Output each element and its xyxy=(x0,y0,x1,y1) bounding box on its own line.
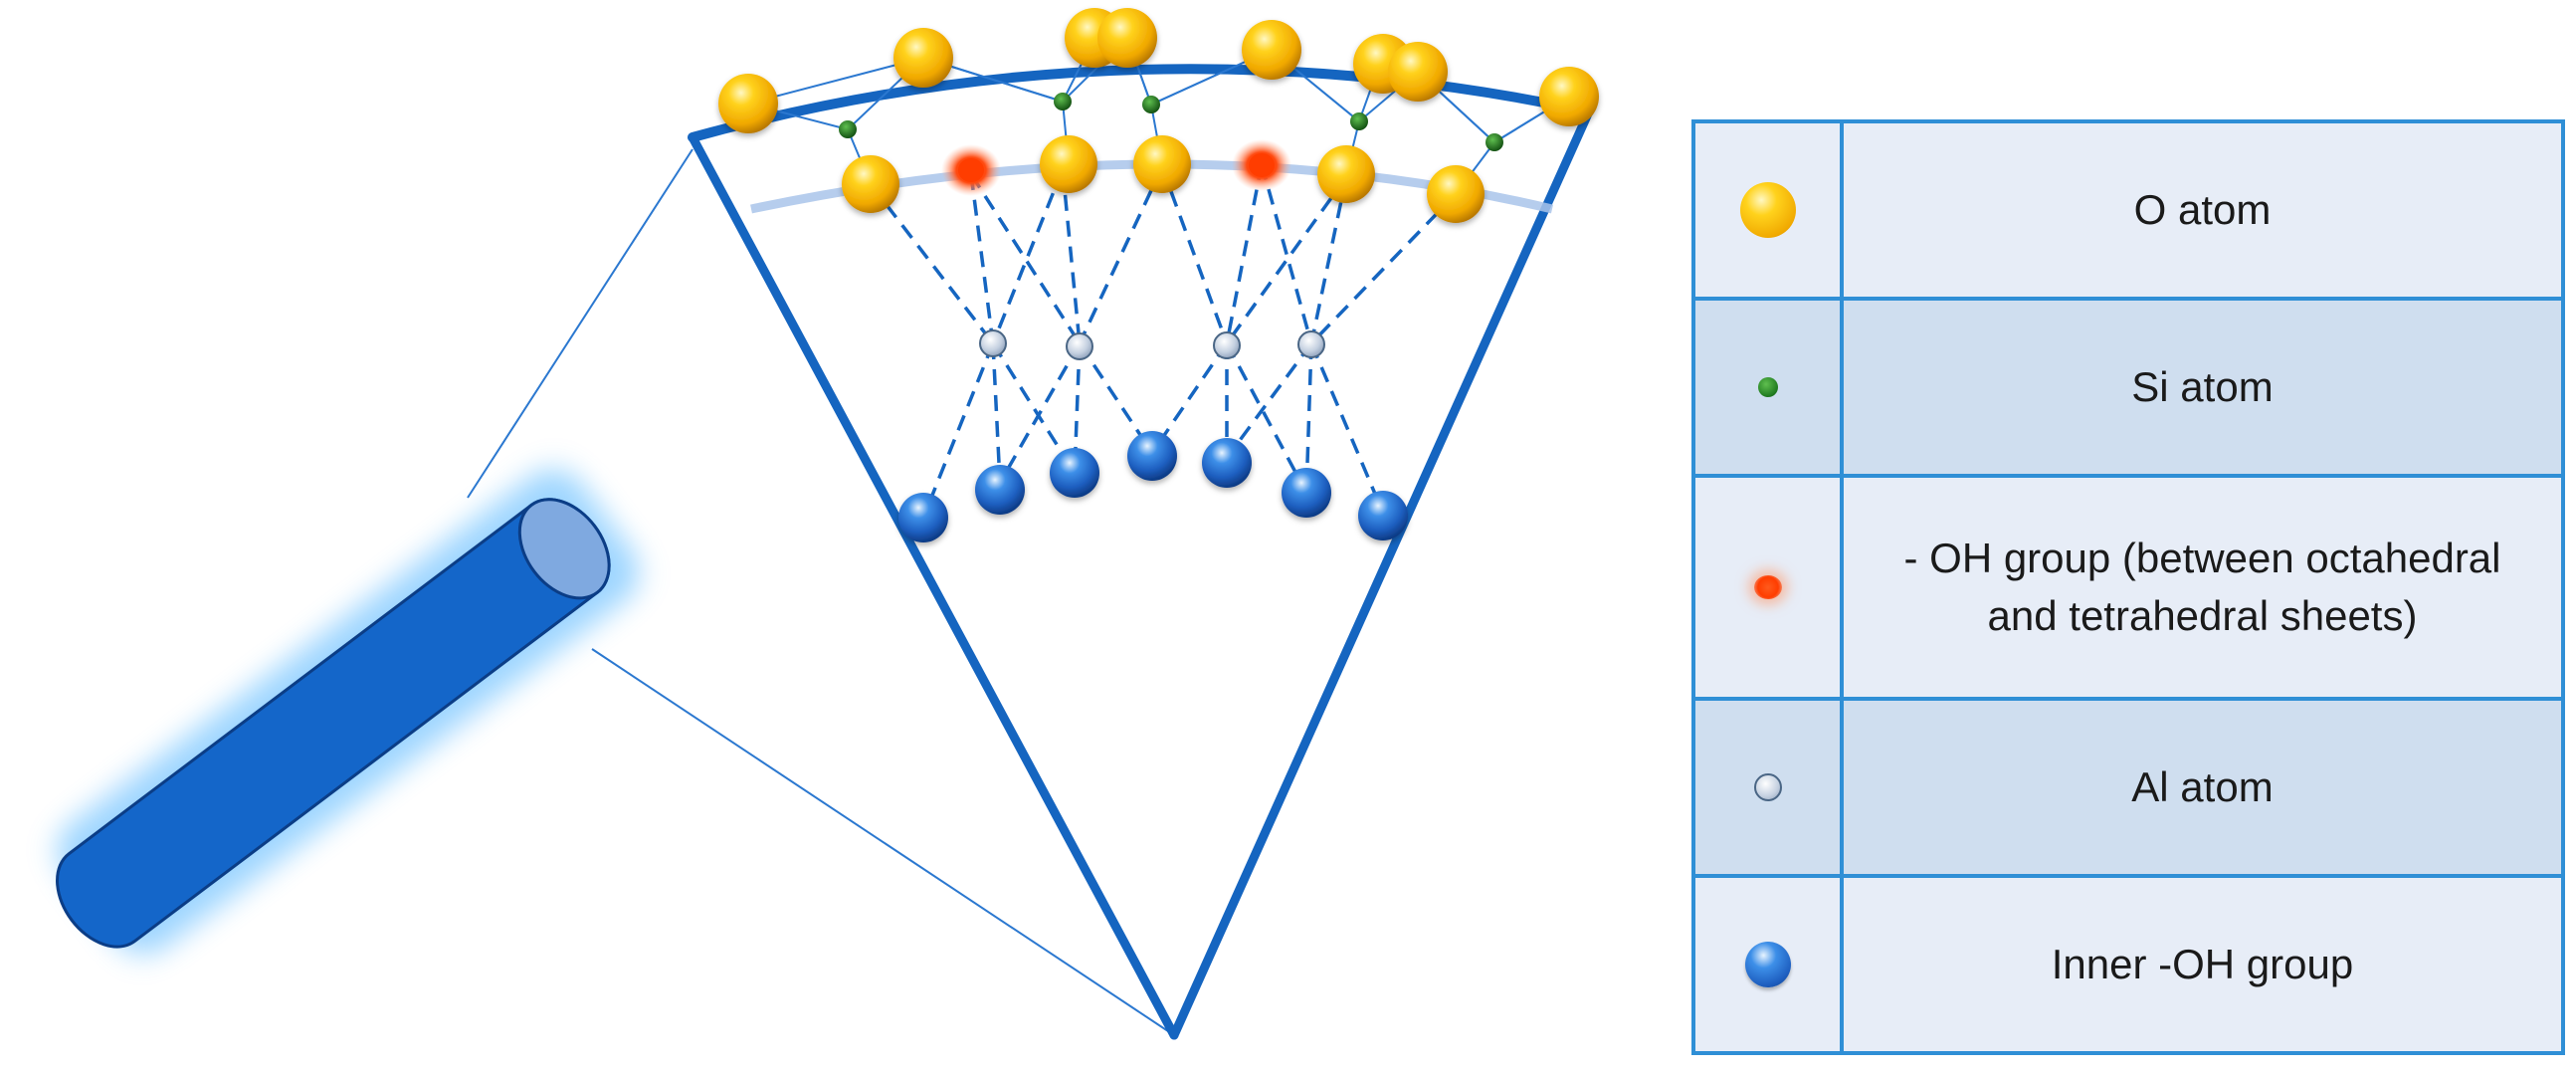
inner-oh-groups xyxy=(898,431,1408,542)
inner-oh-group xyxy=(975,465,1025,515)
o-atom xyxy=(1242,20,1301,80)
si-atom-icon xyxy=(1757,377,1778,398)
al-atom-icon xyxy=(1753,772,1782,801)
si-atom xyxy=(1486,133,1503,151)
legend-row: Al atom xyxy=(1691,696,2565,878)
o-atom xyxy=(842,155,899,213)
o-atom xyxy=(1539,67,1599,126)
o-atom xyxy=(1097,8,1157,68)
legend-label: Si atom xyxy=(1840,297,2565,479)
o-atoms-inner xyxy=(842,135,1485,223)
si-atoms xyxy=(839,93,1503,151)
legend-label: - OH group (between octahedral and tetra… xyxy=(1840,474,2565,701)
legend-label: Inner -OH group xyxy=(1840,873,2565,1056)
al-atom xyxy=(1066,332,1093,360)
si-atom xyxy=(839,120,857,138)
o-atom xyxy=(1427,165,1485,223)
al-atom xyxy=(979,329,1007,357)
inner-oh-group xyxy=(898,493,948,542)
projection-lines xyxy=(467,148,1175,1036)
o-atom xyxy=(1388,42,1448,102)
o-atom xyxy=(1040,135,1097,193)
inner-oh-icon xyxy=(1744,941,1791,987)
o-atom xyxy=(1133,135,1191,193)
si-atom xyxy=(1142,96,1160,113)
legend-table: O atom Si atom - OH group (between octah… xyxy=(1691,118,2565,1056)
inner-oh-group xyxy=(1127,431,1177,481)
inner-oh-group xyxy=(1358,491,1408,540)
legend-row: Si atom xyxy=(1691,297,2565,479)
al-atom xyxy=(1213,331,1241,359)
o-atom xyxy=(1317,145,1375,203)
legend-symbol-cell xyxy=(1691,474,1844,701)
legend-row: Inner -OH group xyxy=(1691,873,2565,1056)
legend-symbol-cell xyxy=(1691,297,1844,479)
oh-groups xyxy=(941,139,1291,196)
legend-row: - OH group (between octahedral and tetra… xyxy=(1691,474,2565,701)
al-atom xyxy=(1297,330,1325,358)
nanotube-cylinder xyxy=(56,469,640,955)
o-atom xyxy=(718,74,778,133)
inner-oh-group xyxy=(1202,438,1252,488)
legend-label: O atom xyxy=(1840,118,2565,302)
inner-oh-group xyxy=(1050,448,1099,498)
al-atoms xyxy=(979,329,1325,360)
oh-group xyxy=(1249,153,1275,177)
legend-label: Al atom xyxy=(1840,696,2565,878)
o-atom xyxy=(893,28,953,88)
legend-symbol-cell xyxy=(1691,873,1844,1056)
si-atom xyxy=(1054,93,1072,110)
legend-symbol-cell xyxy=(1691,118,1844,302)
legend-symbol-cell xyxy=(1691,696,1844,878)
si-atom xyxy=(1350,112,1368,130)
nanotube-opening xyxy=(517,498,611,600)
oh-group-icon xyxy=(1753,574,1782,599)
o-atoms-outer xyxy=(718,8,1599,133)
legend-row: O atom xyxy=(1691,118,2565,302)
oh-group xyxy=(958,158,984,182)
o-atom-icon xyxy=(1739,182,1796,239)
inner-oh-group xyxy=(1282,468,1331,518)
